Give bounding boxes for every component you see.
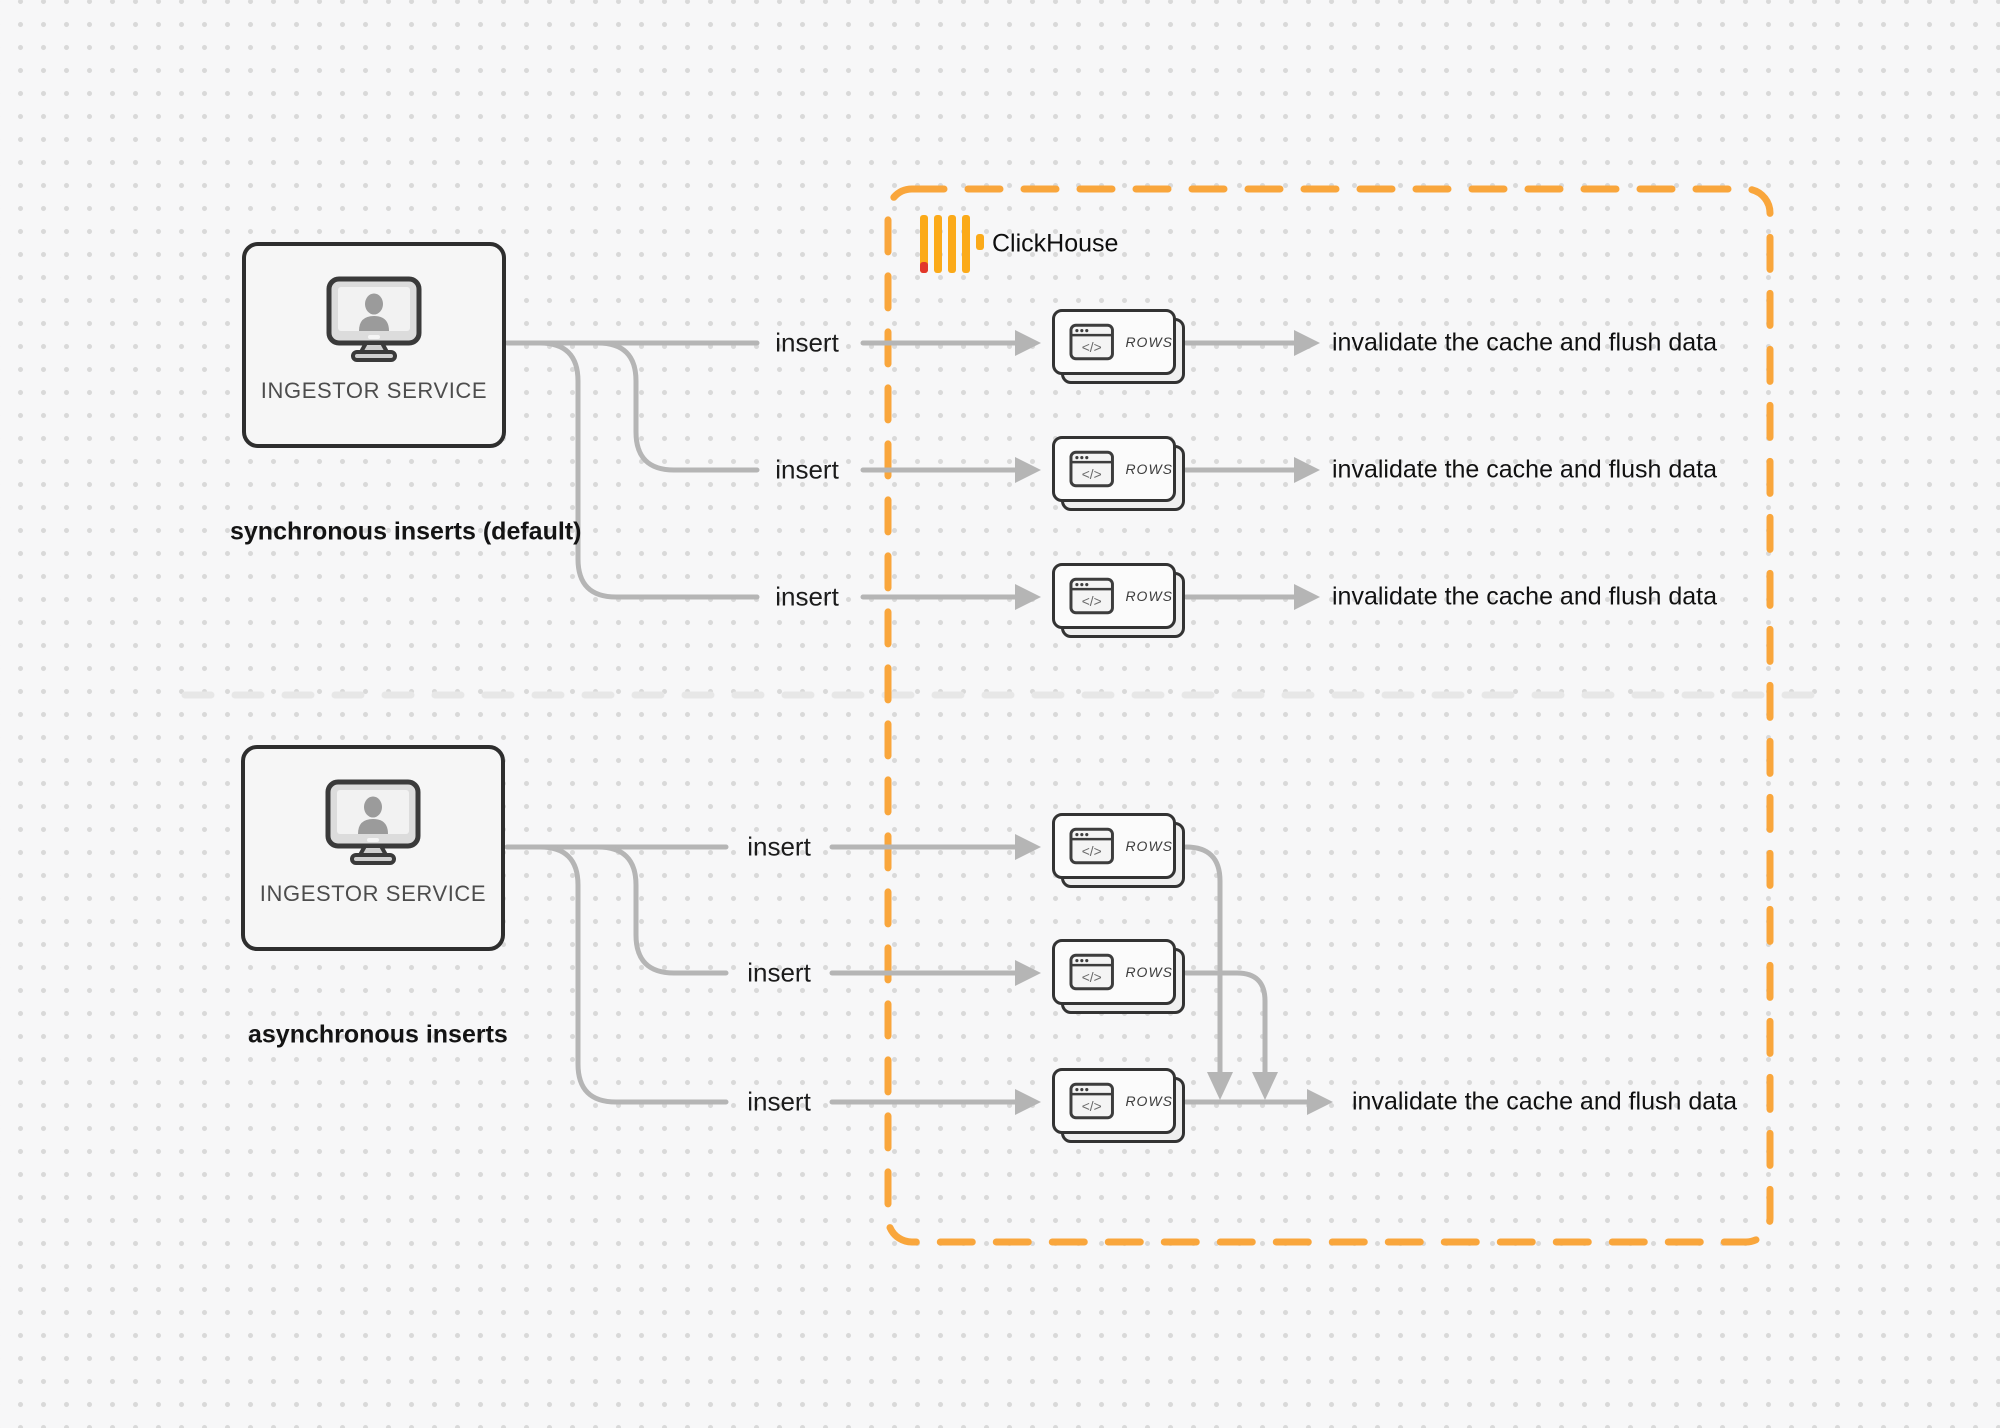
svg-text:</>: </> <box>1082 339 1102 355</box>
arrowhead-down <box>1252 1072 1278 1100</box>
svg-text:</>: </> <box>1082 843 1102 859</box>
insert-label: insert <box>747 831 811 862</box>
clickhouse-boundary <box>884 185 1774 1246</box>
rows-node: </> ROWS <box>1052 939 1185 1014</box>
rows-label: ROWS <box>1125 334 1173 350</box>
rows-node: </> ROWS <box>1052 309 1185 384</box>
service-label: INGESTOR SERVICE <box>259 881 487 906</box>
rows-node: </> ROWS <box>1052 436 1185 511</box>
arrowhead <box>1015 457 1041 483</box>
result-label: invalidate the cache and flush data <box>1332 455 1717 484</box>
insert-label: insert <box>747 1086 811 1117</box>
async-merge-line-1 <box>1183 844 1223 1075</box>
insert-label: insert <box>747 957 811 988</box>
svg-text:</>: </> <box>1082 466 1102 482</box>
async-branch-line-3 <box>537 844 729 1105</box>
svg-text:</>: </> <box>1082 593 1102 609</box>
async-ingestor-box: INGESTOR SERVICE <box>241 745 505 951</box>
async-merge-line-2 <box>1183 970 1268 1075</box>
rows-label: ROWS <box>1125 588 1173 604</box>
service-label: INGESTOR SERVICE <box>260 378 488 403</box>
clickhouse-logo-icon <box>920 215 984 273</box>
rows-node: </> ROWS <box>1052 563 1185 638</box>
result-label: invalidate the cache and flush data <box>1332 328 1717 357</box>
clickhouse-label: ClickHouse <box>992 229 1119 258</box>
insert-label: insert <box>775 327 839 358</box>
arrowhead <box>1015 330 1041 356</box>
arrowhead <box>1015 1089 1041 1115</box>
code-window-icon: </> <box>1069 577 1114 615</box>
insert-label: insert <box>775 454 839 485</box>
arrowhead <box>1015 960 1041 986</box>
sync-ingestor-box: INGESTOR SERVICE <box>242 242 506 448</box>
rows-node: </> ROWS <box>1052 1068 1185 1143</box>
result-label: invalidate the cache and flush data <box>1332 582 1717 611</box>
sync-branch-line-3 <box>537 340 760 600</box>
arrowhead <box>1294 330 1320 356</box>
rows-label: ROWS <box>1125 838 1173 854</box>
arrowhead-down <box>1207 1072 1233 1100</box>
svg-text:</>: </> <box>1082 969 1102 985</box>
arrowhead <box>1015 834 1041 860</box>
sync-branch-line-2 <box>595 340 760 473</box>
result-label: invalidate the cache and flush data <box>1352 1087 1737 1116</box>
arrowhead <box>1015 584 1041 610</box>
rows-label: ROWS <box>1125 1093 1173 1109</box>
arrowhead <box>1307 1089 1333 1115</box>
async-caption: asynchronous inserts <box>248 1020 508 1049</box>
sync-caption: synchronous inserts (default) <box>230 517 582 546</box>
code-window-icon: </> <box>1069 1082 1114 1120</box>
code-window-icon: </> <box>1069 323 1114 361</box>
rows-node: </> ROWS <box>1052 813 1185 888</box>
monitor-user-icon <box>326 276 422 362</box>
async-branch-line-2 <box>595 844 729 976</box>
rows-label: ROWS <box>1125 461 1173 477</box>
svg-text:</>: </> <box>1082 1098 1102 1114</box>
code-window-icon: </> <box>1069 450 1114 488</box>
insert-label: insert <box>775 581 839 612</box>
monitor-user-icon <box>325 779 421 865</box>
arrowhead <box>1294 584 1320 610</box>
arrowhead <box>1294 457 1320 483</box>
rows-label: ROWS <box>1125 964 1173 980</box>
code-window-icon: </> <box>1069 827 1114 865</box>
code-window-icon: </> <box>1069 953 1114 991</box>
